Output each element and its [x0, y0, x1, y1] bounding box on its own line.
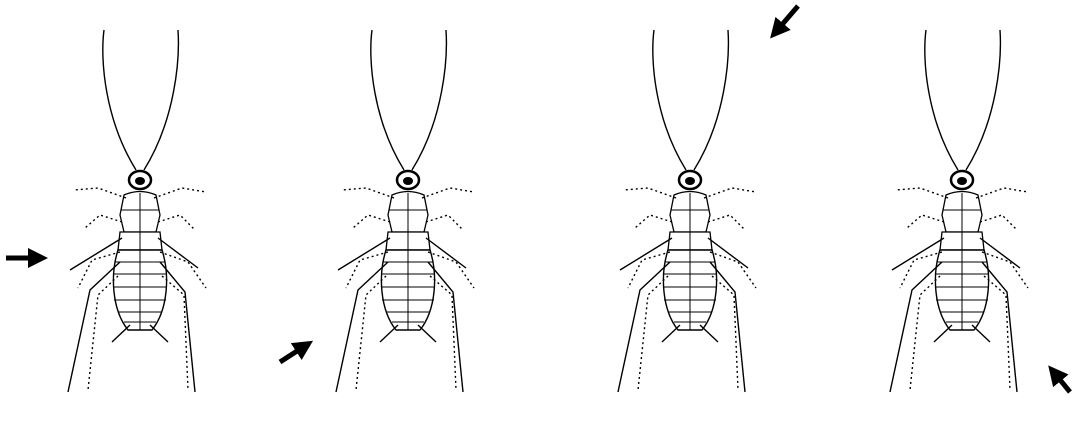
arrow-up-right-icon: [280, 344, 308, 362]
insect-panel-4: [890, 30, 1070, 392]
insect-panel-2: [280, 30, 474, 392]
insect-panel-3: [618, 6, 798, 392]
arrow-down-left-icon: [774, 6, 798, 34]
insect-panel-1: [6, 30, 206, 392]
arrow-up-left-icon: [1052, 370, 1070, 392]
